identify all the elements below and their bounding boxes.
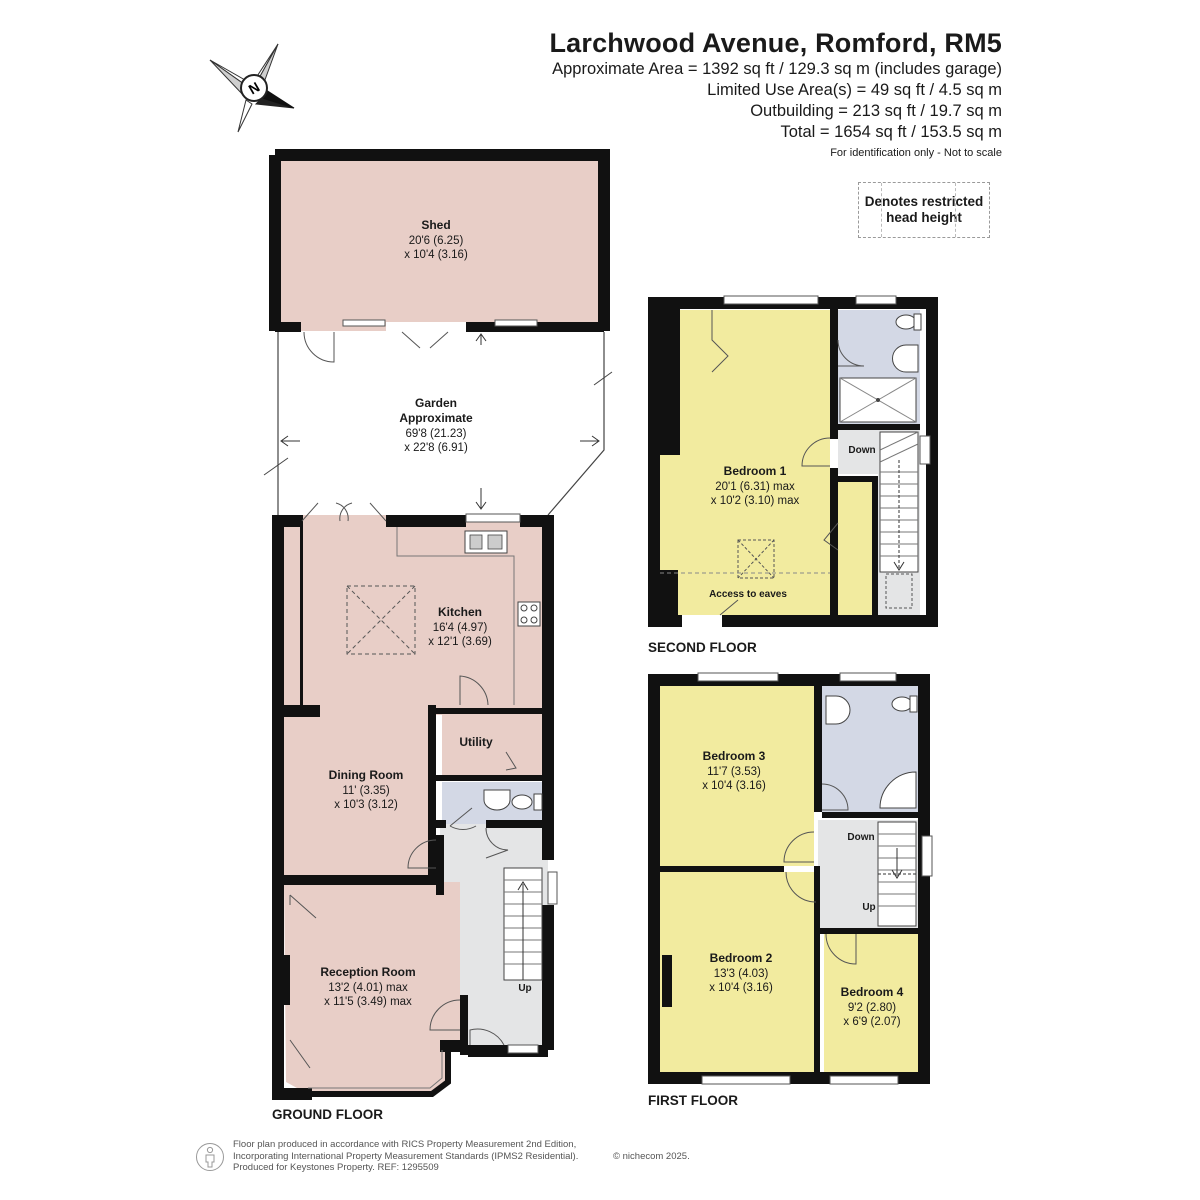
bedroom-4-label: Bedroom 4 (841, 985, 904, 999)
second-stairs-down-label: Down (848, 445, 875, 456)
bedroom-4-dim-1: 9'2 (2.80) (848, 1002, 896, 1014)
rics-person-icon (196, 1143, 224, 1171)
shed-area (275, 155, 604, 331)
footer-line-3: Produced for Keystones Property. REF: 12… (233, 1162, 439, 1173)
legend-line-2: head height (886, 210, 962, 225)
bedroom-3-label: Bedroom 3 (703, 749, 766, 763)
reception-room-dim-1: 13'2 (4.01) max (328, 982, 408, 994)
first-floor-label: FIRST FLOOR (648, 1093, 738, 1108)
legend-line-1: Denotes restricted (864, 194, 984, 209)
first-stairs-up-label: Up (862, 902, 875, 913)
footer-line-1: Floor plan produced in accordance with R… (233, 1139, 577, 1150)
second-floor-label: SECOND FLOOR (648, 640, 757, 655)
dining-room-dim-1: 11' (3.35) (342, 785, 390, 797)
kitchen-label: Kitchen (438, 605, 482, 619)
first-floor-stairs (877, 821, 917, 927)
footer-line-2: Incorporating International Property Mea… (233, 1150, 579, 1162)
shed-dim-2: x 10'4 (3.16) (404, 249, 468, 261)
utility-label: Utility (459, 735, 493, 749)
bedroom-1-skylight-icon (737, 539, 775, 579)
second-landing-area (838, 428, 882, 474)
bedroom-3-area (660, 686, 814, 866)
bedroom-2-dim-2: x 10'4 (3.16) (709, 982, 773, 994)
property-title: Larchwood Avenue, Romford, RM5 (549, 28, 1002, 58)
reception-room-dim-2: x 11'5 (3.49) max (324, 996, 412, 1008)
ground-floor-label: GROUND FLOOR (272, 1107, 383, 1122)
bedroom-1-area (680, 310, 830, 615)
garden-label-1: Garden (415, 396, 457, 410)
reception-room-area (284, 882, 460, 1094)
footer-copyright: © nichecom 2025. (613, 1150, 690, 1162)
ground-floor-plan: Shed 20'6 (6.25) x 10'4 (3.16) Garden Ap… (263, 149, 613, 1122)
shed-label: Shed (421, 218, 450, 232)
compass-icon: N (209, 43, 295, 133)
bedroom-1-dim-2: x 10'2 (3.10) max (711, 495, 800, 507)
shed-dim-1: 20'6 (6.25) (409, 235, 464, 247)
reception-room-label: Reception Room (320, 965, 415, 979)
bedroom-2-area (660, 872, 814, 1072)
dining-room-dim-2: x 10'3 (3.12) (334, 799, 398, 811)
footer-notes: Floor plan produced in accordance with R… (233, 1139, 690, 1174)
bedroom-4-dim-2: x 6'9 (2.07) (843, 1016, 900, 1028)
utility-area (442, 712, 546, 780)
bedroom-1-label: Bedroom 1 (724, 464, 787, 478)
bedroom-3-dim-2: x 10'4 (3.16) (702, 780, 766, 792)
dining-room-area (284, 712, 436, 880)
first-stairs-down-label: Down (847, 832, 874, 843)
total-area: Total = 1654 sq ft / 153.5 sq m (780, 123, 1002, 141)
access-to-eaves-label: Access to eaves (709, 589, 787, 600)
second-floor-plan: Bedroom 1 20'1 (6.31) max x 10'2 (3.10) … (648, 295, 938, 655)
garden-dim-1: 69'8 (21.23) (405, 428, 466, 440)
scale-note: For identification only - Not to scale (830, 147, 1002, 159)
garden-label-2: Approximate (399, 411, 473, 425)
outbuilding-area: Outbuilding = 213 sq ft / 19.7 sq m (750, 102, 1002, 120)
ground-stairs-up-label: Up (518, 983, 531, 994)
first-floor-plan: Bedroom 3 11'7 (3.53) x 10'4 (3.16) Bedr… (648, 672, 933, 1108)
restricted-height-legend: Denotes restricted head height (858, 182, 990, 238)
approximate-area: Approximate Area = 1392 sq ft / 129.3 sq… (552, 60, 1002, 78)
limited-use-area: Limited Use Area(s) = 49 sq ft / 4.5 sq … (707, 81, 1002, 99)
dining-room-label: Dining Room (329, 768, 404, 782)
property-header: Larchwood Avenue, Romford, RM5 Approxima… (549, 28, 1002, 159)
bedroom-2-dim-1: 13'3 (4.03) (714, 968, 769, 980)
bedroom-2-label: Bedroom 2 (710, 951, 773, 965)
bedroom-3-dim-1: 11'7 (3.53) (707, 766, 761, 778)
bedroom-1-dim-1: 20'1 (6.31) max (715, 481, 795, 493)
second-floor-stairs (879, 431, 919, 609)
kitchen-dim-2: x 12'1 (3.69) (428, 636, 492, 648)
garden-dim-2: x 22'8 (6.91) (404, 442, 468, 454)
second-cupboard-area (838, 482, 872, 615)
ground-floor-stairs (503, 867, 558, 1054)
skylight-icon (346, 585, 416, 655)
kitchen-dim-1: 16'4 (4.97) (433, 622, 488, 634)
bedroom-4-area (824, 934, 918, 1072)
